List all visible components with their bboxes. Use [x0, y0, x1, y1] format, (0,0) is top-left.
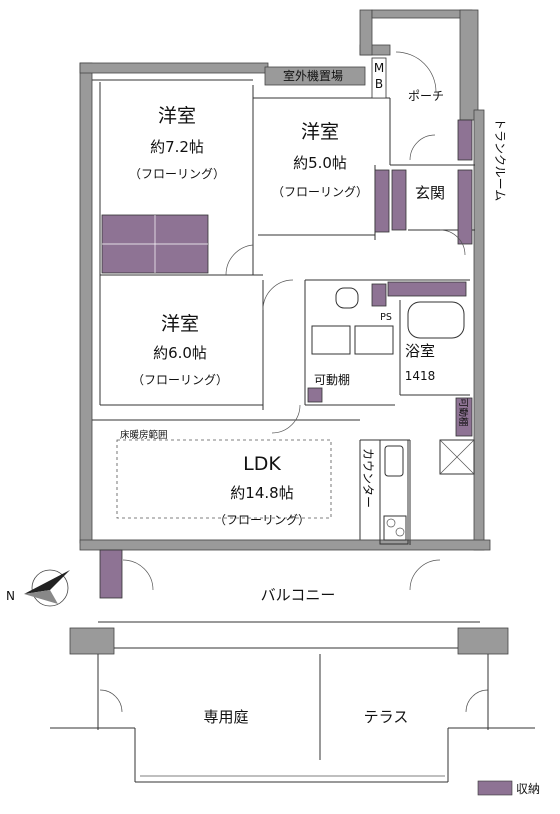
legend: 収納	[477, 780, 540, 796]
movable-shelf-label-2: 可動棚	[457, 398, 469, 427]
room-bathroom-name: 浴室	[405, 342, 435, 360]
room-western-1-floor: （フローリング）	[129, 167, 225, 181]
room-western-1-size: 約7.2帖	[150, 138, 204, 156]
legend-storage-swatch	[477, 780, 513, 796]
room-ldk: LDK 約14.8帖 （フローリング）	[214, 453, 310, 527]
room-ldk-size: 約14.8帖	[230, 484, 293, 502]
kitchen-counter	[379, 439, 409, 545]
room-western-3: 洋室 約6.0帖 （フローリング）	[132, 313, 228, 387]
toilet	[335, 287, 359, 309]
counter-label: カウンター	[361, 448, 375, 508]
storage-linen	[371, 283, 387, 307]
compass-north-label: N	[6, 589, 15, 603]
room-terrace-name: テラス	[364, 708, 409, 726]
room-ldk-floor: （フローリング）	[214, 513, 310, 527]
room-bathroom-size: 1418	[405, 369, 436, 383]
ac-unit-space-label: 室外機置場	[283, 68, 343, 83]
sink-vanity	[354, 325, 394, 355]
storage-mb	[371, 57, 387, 99]
floor-heating-label: 床暖房範囲	[120, 429, 168, 441]
room-western-1: 洋室 約7.2帖 （フローリング）	[129, 105, 225, 181]
fixtures	[311, 287, 475, 545]
storage-shoe-cabinet-2	[457, 169, 473, 245]
kitchen-sink	[384, 445, 404, 477]
closet-dividers	[102, 215, 208, 273]
mb-label-m: M	[374, 61, 384, 75]
storage-ldk-corner	[99, 549, 123, 599]
fridge-space	[439, 439, 475, 475]
room-western-3-size: 約6.0帖	[153, 344, 207, 362]
ps-label: PS	[380, 312, 392, 323]
room-western-2-size: 約5.0帖	[293, 154, 347, 172]
bathtub	[407, 301, 465, 339]
storage-trunk	[457, 119, 473, 161]
outer-walls	[79, 9, 491, 551]
door-swings	[99, 51, 489, 713]
storage-closet-5-0	[374, 169, 390, 233]
movable-shelf-label-1: 可動棚	[314, 372, 350, 387]
trunk-room-label: トランクルーム	[493, 118, 507, 201]
legend-storage-label: 収納	[516, 782, 540, 796]
room-balcony-name: バルコニー	[261, 586, 336, 604]
washbasin	[311, 325, 351, 355]
floor-heating-area	[116, 439, 332, 519]
exterior	[50, 621, 535, 783]
storage-bath-top	[387, 281, 467, 297]
room-western-2-floor: （フローリング）	[272, 185, 368, 199]
porch-label: ポーチ	[408, 89, 444, 103]
room-western-3-floor: （フローリング）	[132, 373, 228, 387]
compass: N	[6, 569, 70, 607]
mb-label-b: B	[375, 77, 383, 91]
room-entrance-name: 玄関	[415, 184, 445, 202]
stove	[383, 515, 407, 541]
storage-shelf-small	[307, 387, 323, 403]
storage-movable-shelf	[455, 397, 473, 437]
room-ldk-name: LDK	[243, 453, 281, 475]
room-western-2: 洋室 約5.0帖 （フローリング）	[272, 121, 368, 199]
room-western-1-name: 洋室	[158, 105, 196, 127]
storage-shoe-cabinet	[391, 169, 407, 231]
room-private-garden-name: 専用庭	[203, 708, 248, 726]
room-western-3-name: 洋室	[161, 313, 199, 335]
room-western-2-name: 洋室	[301, 121, 339, 143]
